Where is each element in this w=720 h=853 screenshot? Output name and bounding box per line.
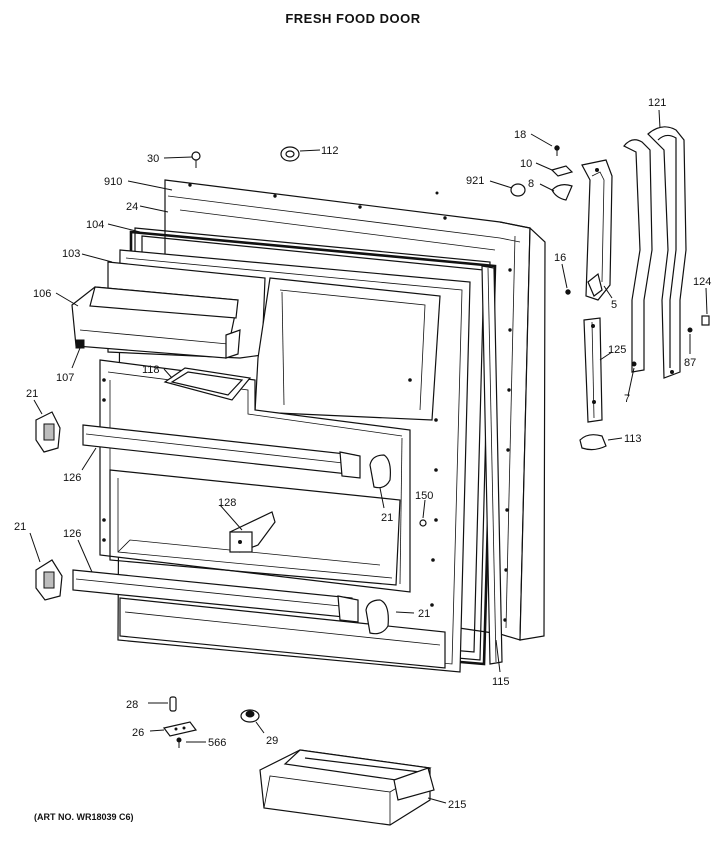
- callout-29: 29: [266, 735, 278, 747]
- gasket-strip-115: [481, 265, 503, 665]
- hinge-bracket-5: [581, 159, 613, 301]
- callout-118: 118: [142, 364, 160, 376]
- callout-126-lower: 126: [63, 528, 81, 540]
- callout-113: 113: [624, 433, 642, 445]
- callout-labels: 30 112 910 24 104 103 106 107 118 21 126…: [14, 97, 711, 811]
- shim-10: [550, 165, 574, 177]
- rail-end-cap-left-upper: [35, 411, 61, 453]
- callout-215: 215: [448, 799, 466, 811]
- callout-107: 107: [56, 372, 74, 384]
- callout-21-left-lower: 21: [14, 521, 26, 533]
- diagram-title: FRESH FOOD DOOR: [285, 11, 420, 26]
- callout-26: 26: [132, 727, 144, 739]
- bracket-128: [229, 511, 276, 553]
- callout-921: 921: [466, 175, 484, 187]
- callout-21-left-upper: 21: [26, 388, 38, 400]
- callout-30: 30: [147, 153, 159, 165]
- callout-124: 124: [693, 276, 711, 288]
- rail-end-cap-right-upper: [369, 454, 391, 489]
- rail-end-cap-right-lower: [365, 599, 389, 635]
- door-bin-215: [259, 749, 435, 826]
- callout-21-right-upper: 21: [381, 512, 393, 524]
- plug-112: [280, 146, 300, 162]
- callout-128: 128: [218, 497, 236, 509]
- callout-24: 24: [126, 201, 138, 213]
- hinge-cover-8: [551, 184, 573, 201]
- cap-921: [510, 183, 526, 197]
- leader-lines: [29, 109, 708, 804]
- callout-125: 125: [608, 344, 626, 356]
- plug-124: [701, 315, 710, 326]
- callout-910: 910: [104, 176, 122, 188]
- screw-150: [419, 519, 427, 527]
- callout-115: 115: [492, 676, 510, 688]
- callout-126-upper: 126: [63, 472, 81, 484]
- callout-18: 18: [514, 129, 526, 141]
- screw-16: [565, 289, 571, 295]
- bushing-29: [240, 709, 260, 723]
- shelf-rail-upper: [82, 424, 361, 479]
- callout-106: 106: [33, 288, 51, 300]
- callout-104: 104: [86, 219, 104, 231]
- callout-150: 150: [415, 490, 433, 502]
- rail-end-cap-left-lower: [35, 559, 63, 601]
- door-handle-121: [623, 126, 687, 379]
- callout-87: 87: [684, 357, 696, 369]
- hinge-spacer-125: [583, 317, 603, 423]
- callout-28: 28: [126, 699, 138, 711]
- callout-16: 16: [554, 252, 566, 264]
- pin-28: [169, 696, 177, 712]
- cap-113: [579, 434, 607, 451]
- callout-10: 10: [520, 158, 532, 170]
- butter-tray: [163, 367, 252, 401]
- callout-21-right-lower: 21: [418, 608, 430, 620]
- art-number: (ART NO. WR18039 C6): [34, 812, 134, 822]
- shelf-rail-lower: [72, 569, 359, 623]
- screw-87: [687, 327, 693, 333]
- callout-5: 5: [611, 299, 617, 311]
- callout-7: 7: [624, 393, 630, 405]
- screw-30: [191, 151, 201, 168]
- plate-26: [162, 721, 198, 737]
- callout-121: 121: [648, 97, 666, 109]
- screw-566: [176, 737, 182, 748]
- callout-566: 566: [208, 737, 226, 749]
- callout-103: 103: [62, 248, 80, 260]
- dairy-compartment-door: [71, 286, 241, 359]
- callout-8: 8: [528, 178, 534, 190]
- callout-112: 112: [321, 145, 339, 157]
- screw-18: [554, 145, 560, 156]
